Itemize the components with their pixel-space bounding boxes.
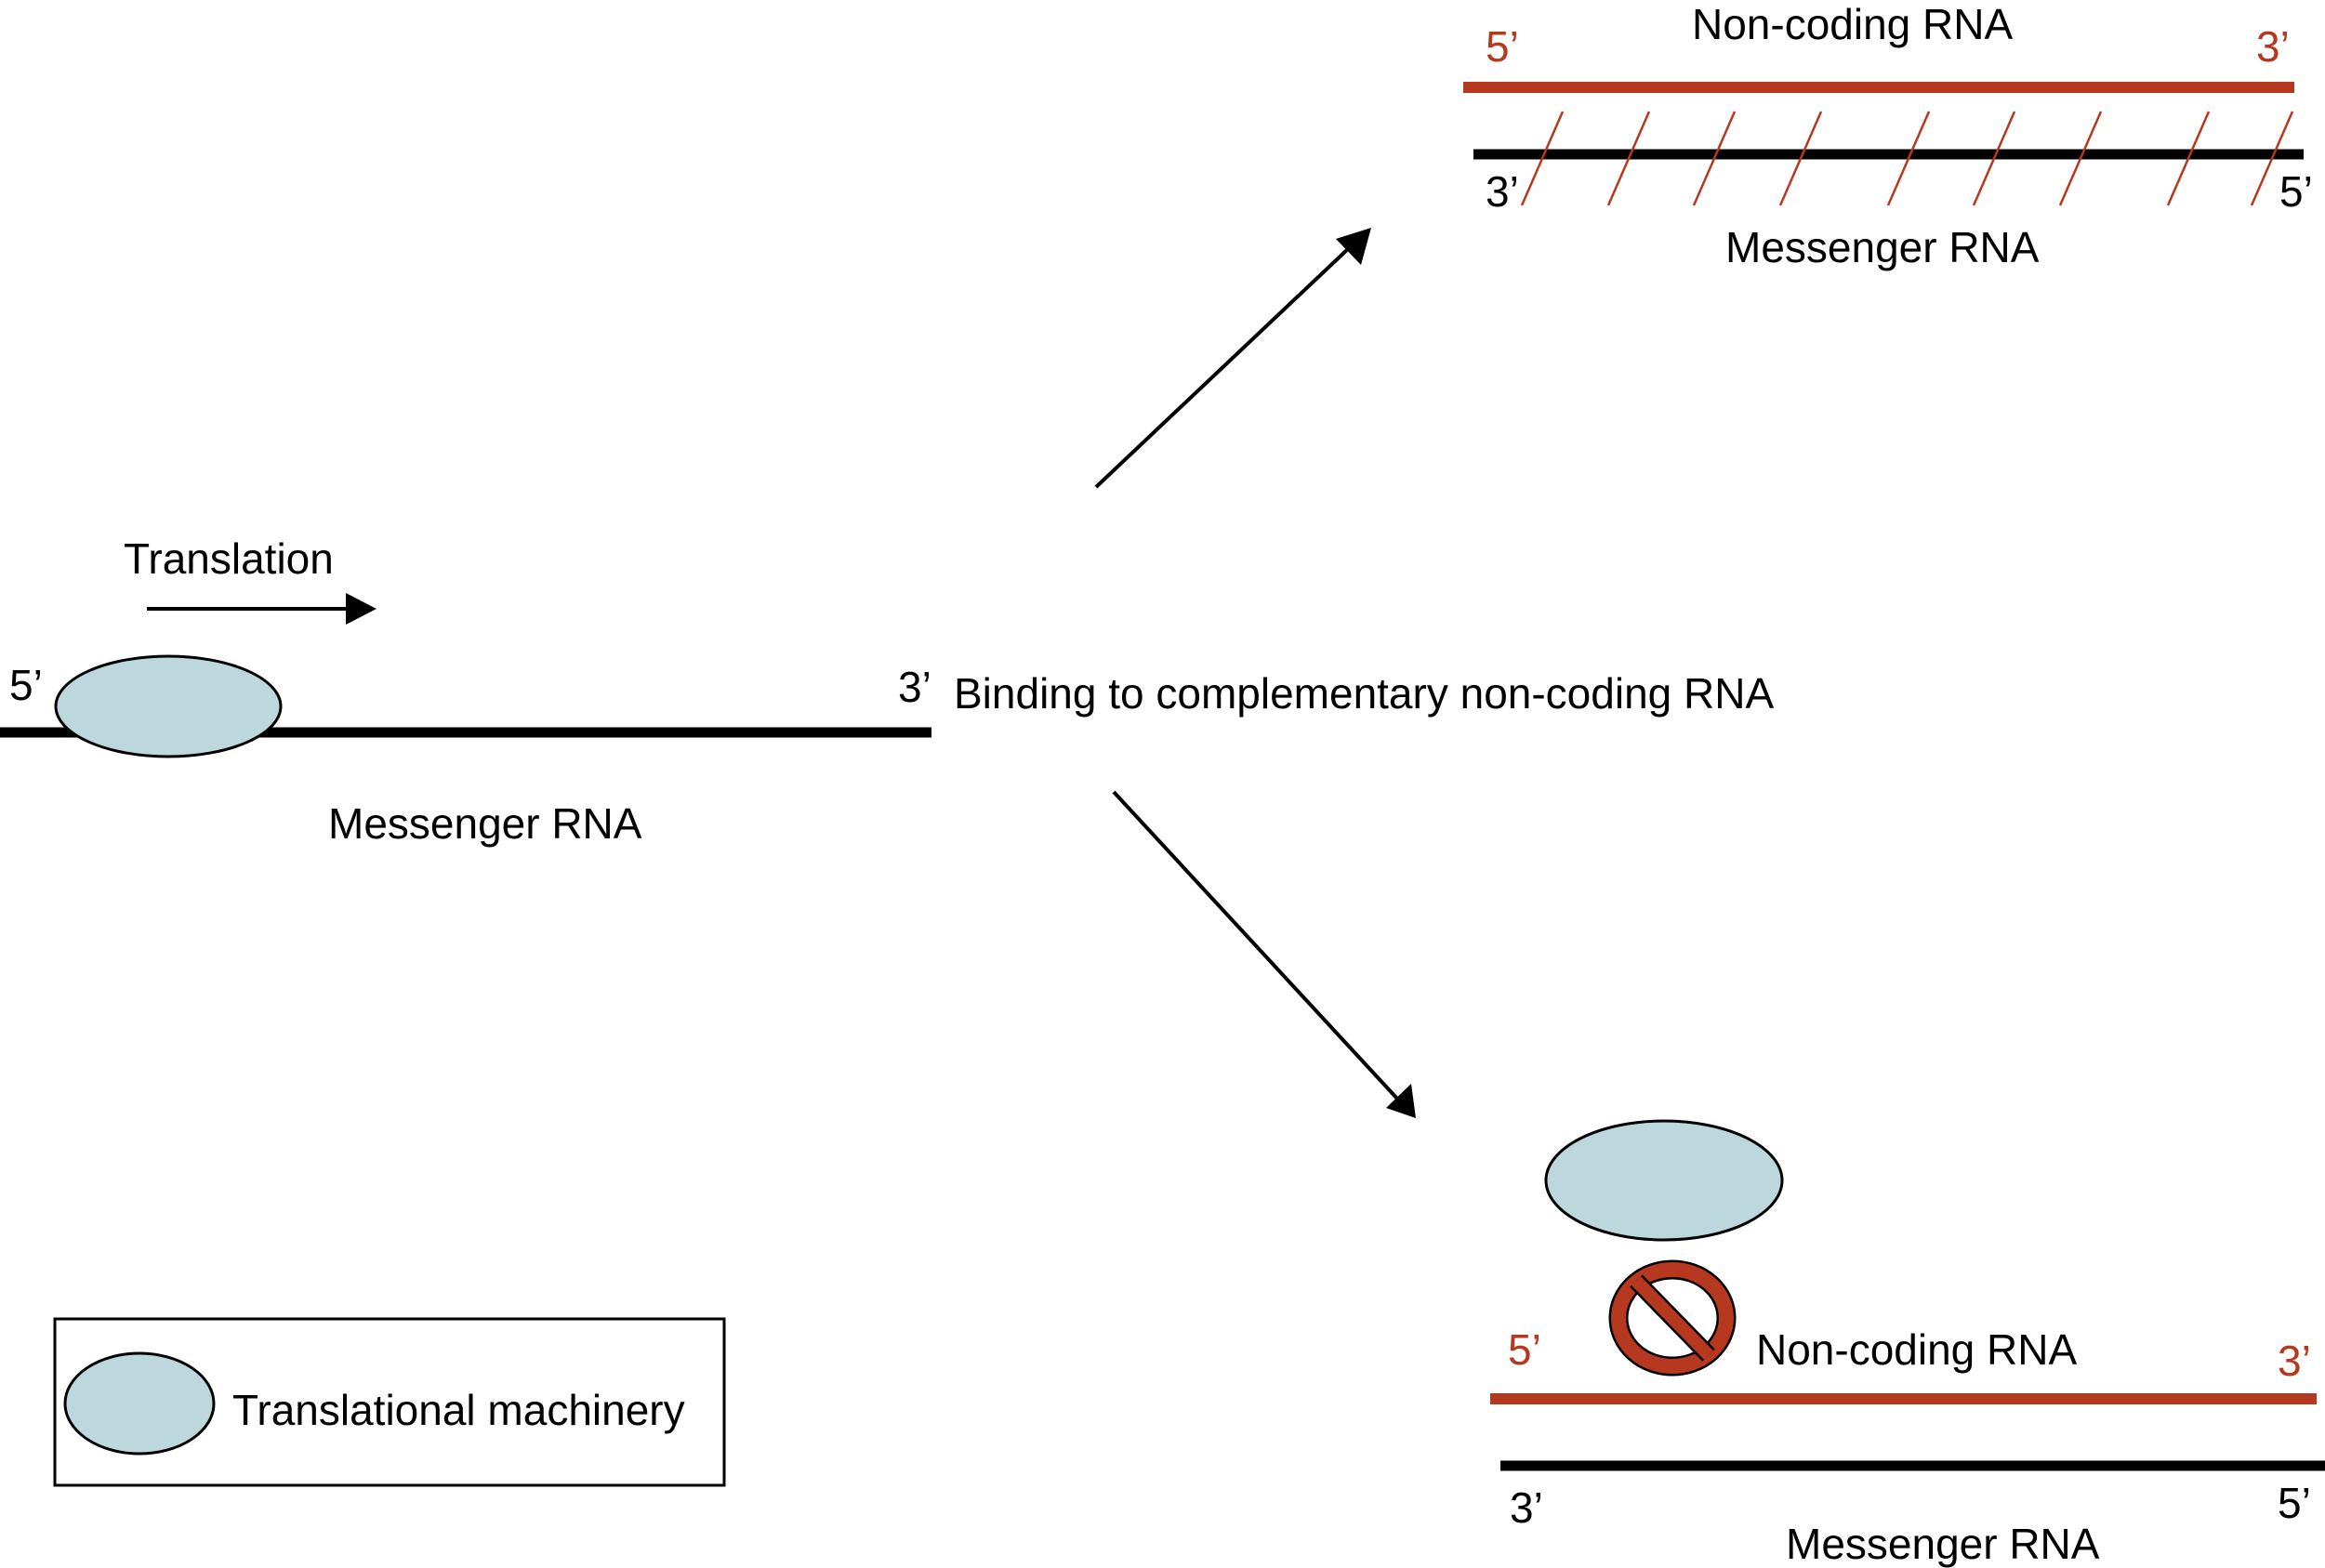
base-pair-hatch xyxy=(2250,111,2294,206)
pathway-label: Binding to complementary non-coding RNA xyxy=(954,669,1774,718)
top-mrna-three-prime: 3’ xyxy=(1486,167,1519,216)
base-pair-hatch xyxy=(1520,111,1565,206)
bottom-noncoding-three-prime: 3’ xyxy=(2278,1337,2311,1385)
legend-box xyxy=(53,1317,726,1487)
top-mrna-five-prime: 5’ xyxy=(2279,167,2313,216)
base-pair-hatch xyxy=(1972,111,2016,206)
top-noncoding-label: Non-coding RNA xyxy=(1692,0,2013,48)
top-outcome: Non-coding RNA 5’ 3’ 3’ 5’ Messenger RNA xyxy=(1463,0,2313,271)
bottom-mrna-label: Messenger RNA xyxy=(1786,1520,2100,1568)
base-pair-hatch xyxy=(1778,111,1823,206)
translation-label: Translation xyxy=(124,534,334,583)
translation-direction-arrow xyxy=(147,593,376,625)
translational-machinery xyxy=(54,654,283,758)
prohibition-icon xyxy=(1608,1259,1737,1377)
bottom-mrna-five-prime: 5’ xyxy=(2278,1479,2311,1527)
left-mrna-three-prime: 3’ xyxy=(898,663,931,711)
arrow-to-top-outcome xyxy=(1094,228,1371,489)
base-pair-hatch xyxy=(1886,111,1931,206)
legend-symbol-translational-machinery xyxy=(63,1351,216,1456)
top-noncoding-five-prime: 5’ xyxy=(1486,22,1519,71)
legend: Translational machinery xyxy=(53,1317,726,1487)
base-pair-hatch xyxy=(1692,111,1737,206)
base-pair-hatch xyxy=(1606,111,1651,206)
bottom-outcome: 5’ Non-coding RNA 3’ 3’ 5’ Messenger RNA xyxy=(1490,1119,2325,1568)
left-mrna-label: Messenger RNA xyxy=(328,799,642,848)
displaced-translational-machinery xyxy=(1544,1119,1784,1242)
arrow-to-bottom-outcome xyxy=(1112,790,1416,1118)
base-pair-hatch xyxy=(2166,111,2211,206)
base-pairing-hatches xyxy=(1520,111,2294,206)
top-mrna-label: Messenger RNA xyxy=(1725,223,2040,271)
bottom-noncoding-label: Non-coding RNA xyxy=(1756,1325,2077,1374)
left-panel: Translation 5’ 3’ Messenger RNA xyxy=(0,534,931,848)
bottom-mrna-three-prime: 3’ xyxy=(1510,1483,1543,1532)
base-pair-hatch xyxy=(2058,111,2103,206)
top-noncoding-three-prime: 3’ xyxy=(2256,22,2290,71)
left-mrna-five-prime: 5’ xyxy=(9,661,43,709)
legend-label-translational-machinery: Translational machinery xyxy=(232,1386,685,1434)
bottom-noncoding-five-prime: 5’ xyxy=(1508,1325,1541,1374)
